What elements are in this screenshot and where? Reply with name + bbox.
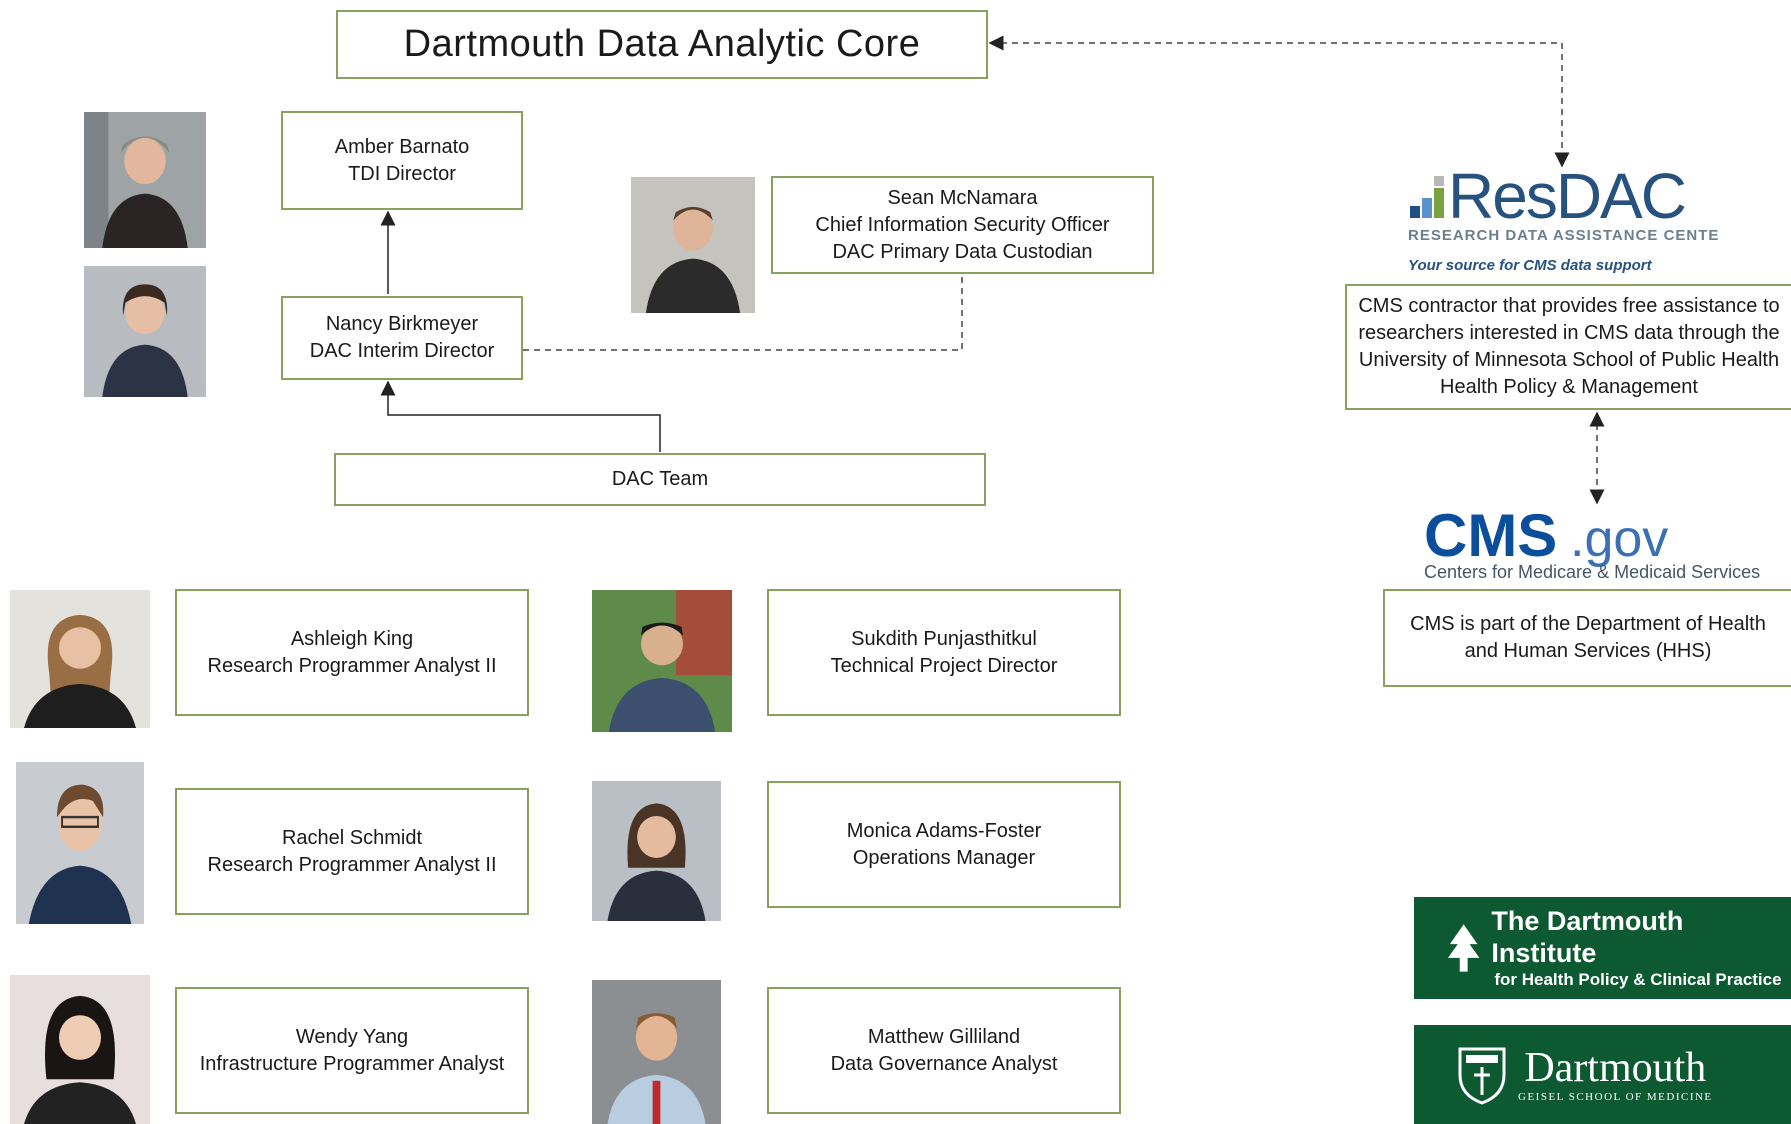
staff-role: Research Programmer Analyst II: [207, 654, 497, 677]
ashleigh-photo: [10, 590, 150, 728]
cms-desc-line: CMS is part of the Department of Health: [1410, 613, 1766, 635]
staff-name: Rachel Schmidt: [281, 826, 423, 849]
staff-box-matthew: Matthew Gilliland Data Governance Analys…: [767, 987, 1121, 1114]
staff-box-ashleigh: Ashleigh King Research Programmer Analys…: [175, 589, 529, 716]
cms-wordmark: CMS: [1424, 502, 1557, 569]
tdi-logo: The Dartmouth Institute for Health Polic…: [1414, 897, 1791, 999]
resdac-subtitle: RESEARCH DATA ASSISTANCE CENTER: [1408, 227, 1718, 244]
nancy-name: Nancy Birkmeyer: [325, 313, 479, 335]
tree-icon: [1447, 924, 1480, 972]
sean-box: Sean McNamara Chief Information Security…: [771, 176, 1154, 274]
resdac-desc-line: CMS contractor that provides free assist…: [1358, 295, 1780, 317]
geisel-line2: GEISEL SCHOOL OF MEDICINE: [1518, 1090, 1713, 1103]
staff-name: Ashleigh King: [290, 627, 414, 650]
cms-description-box: CMS is part of the Department of Health …: [1383, 589, 1791, 687]
staff-role: Technical Project Director: [830, 654, 1058, 677]
tdi-line1: The Dartmouth Institute: [1491, 906, 1684, 968]
tdi-line2: for Health Policy & Clinical Practice: [1494, 970, 1782, 989]
staff-box-rachel: Rachel Schmidt Research Programmer Analy…: [175, 788, 529, 915]
resdac-desc-line: University of Minnesota School of Public…: [1358, 349, 1780, 371]
resdac-wordmark: ResDAC: [1448, 168, 1685, 232]
resdac-description-box: CMS contractor that provides free assist…: [1345, 284, 1791, 410]
staff-box-wendy: Wendy Yang Infrastructure Programmer Ana…: [175, 987, 529, 1114]
staff-name: Monica Adams-Foster: [846, 819, 1042, 842]
sean-name: Sean McNamara: [887, 186, 1038, 209]
cms-desc-line: and Human Services (HHS): [1464, 640, 1712, 662]
staff-role: Data Governance Analyst: [830, 1052, 1058, 1075]
staff-role: Research Programmer Analyst II: [207, 853, 497, 876]
geisel-line1: Dartmouth: [1524, 1044, 1707, 1091]
nancy-sean-dashed-link: [523, 276, 963, 351]
resdac-tagline: Your source for CMS data support: [1408, 257, 1653, 274]
cms-subtitle: Centers for Medicare & Medicaid Services: [1424, 562, 1760, 582]
resdac-logo: ResDAC RESEARCH DATA ASSISTANCE CENTER Y…: [1408, 160, 1730, 274]
title-text: Dartmouth Data Analytic Core: [403, 23, 921, 65]
dac-team-label: DAC Team: [611, 468, 709, 490]
amber-box: Amber Barnato TDI Director: [281, 111, 523, 210]
dac-team-box: DAC Team: [334, 453, 986, 506]
shield-icon: [1458, 1047, 1506, 1105]
staff-name: Sukdith Punjasthitkul: [851, 627, 1037, 650]
staff-name: Matthew Gilliland: [867, 1025, 1021, 1048]
nancy-box: Nancy Birkmeyer DAC Interim Director: [281, 296, 523, 380]
page-title: Dartmouth Data Analytic Core: [336, 10, 988, 79]
amber-photo: [84, 112, 206, 248]
rachel-photo: [16, 762, 144, 924]
staff-role: Infrastructure Programmer Analyst: [199, 1052, 505, 1075]
sean-role: Chief Information Security Officer: [815, 213, 1110, 236]
team-to-nancy-arrow: [380, 380, 661, 452]
matthew-photo: [592, 980, 721, 1124]
sean-role2: DAC Primary Data Custodian: [832, 240, 1093, 263]
resdac-desc-line: researchers interested in CMS data throu…: [1358, 322, 1780, 344]
nancy-role: DAC Interim Director: [309, 340, 495, 362]
cms-gov-suffix: .gov: [1570, 510, 1668, 568]
staff-box-sukdith: Sukdith Punjasthitkul Technical Project …: [767, 589, 1121, 716]
amber-name: Amber Barnato: [334, 135, 470, 158]
monica-photo: [592, 781, 721, 921]
nancy-photo: [84, 266, 206, 397]
sukdith-photo: [592, 590, 732, 732]
title-resdac-dashed-link: [988, 35, 1570, 168]
wendy-photo: [10, 975, 150, 1124]
staff-role: Operations Manager: [852, 846, 1036, 869]
geisel-logo: Dartmouth GEISEL SCHOOL OF MEDICINE: [1414, 1025, 1791, 1124]
cms-logo: CMS .gov Centers for Medicare & Medicaid…: [1420, 500, 1791, 582]
staff-box-monica: Monica Adams-Foster Operations Manager: [767, 781, 1121, 908]
sean-photo: [631, 177, 755, 313]
staff-name: Wendy Yang: [295, 1025, 409, 1048]
resdac-desc-line: Health Policy & Management: [1440, 376, 1698, 398]
amber-role: TDI Director: [348, 162, 456, 185]
